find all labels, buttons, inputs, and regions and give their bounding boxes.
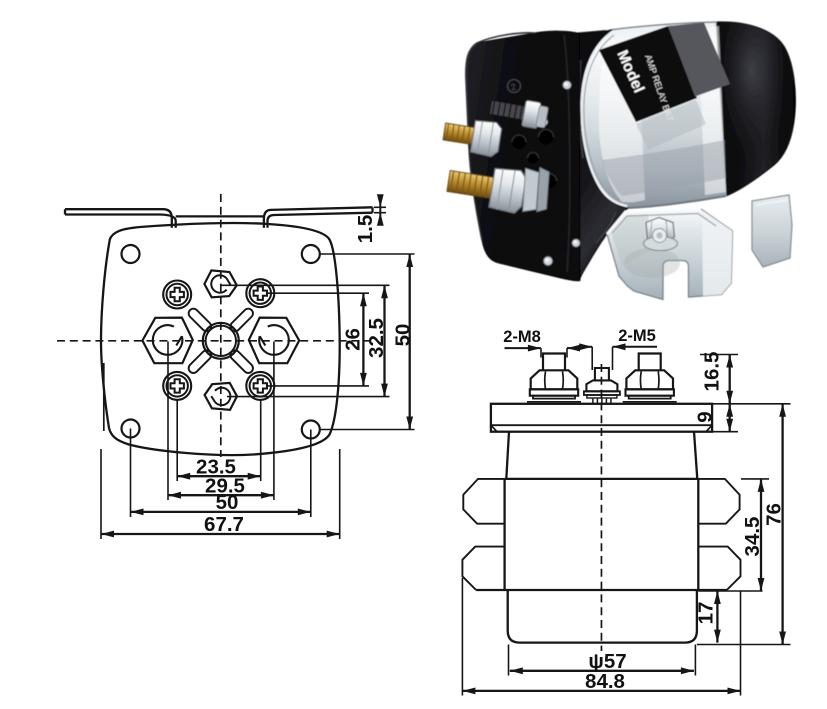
svg-text:67.7: 67.7	[204, 513, 244, 536]
svg-text:34.5: 34.5	[741, 517, 764, 557]
svg-text:32.5: 32.5	[365, 318, 388, 358]
svg-text:23.5: 23.5	[196, 455, 236, 478]
svg-text:16.5: 16.5	[700, 352, 723, 392]
svg-text:9: 9	[693, 411, 716, 422]
svg-text:1.5: 1.5	[354, 215, 377, 244]
svg-text:29.5: 29.5	[205, 474, 245, 497]
svg-text:2: 2	[510, 82, 517, 93]
svg-text:50: 50	[216, 491, 239, 514]
svg-text:2-M8: 2-M8	[503, 328, 541, 346]
svg-text:2-M5: 2-M5	[618, 327, 656, 345]
svg-text:ψ57: ψ57	[588, 650, 626, 673]
svg-text:17: 17	[694, 602, 717, 625]
svg-text:50: 50	[391, 324, 414, 347]
svg-text:84.8: 84.8	[585, 670, 625, 693]
svg-text:76: 76	[762, 503, 785, 526]
svg-text:26: 26	[341, 328, 364, 351]
